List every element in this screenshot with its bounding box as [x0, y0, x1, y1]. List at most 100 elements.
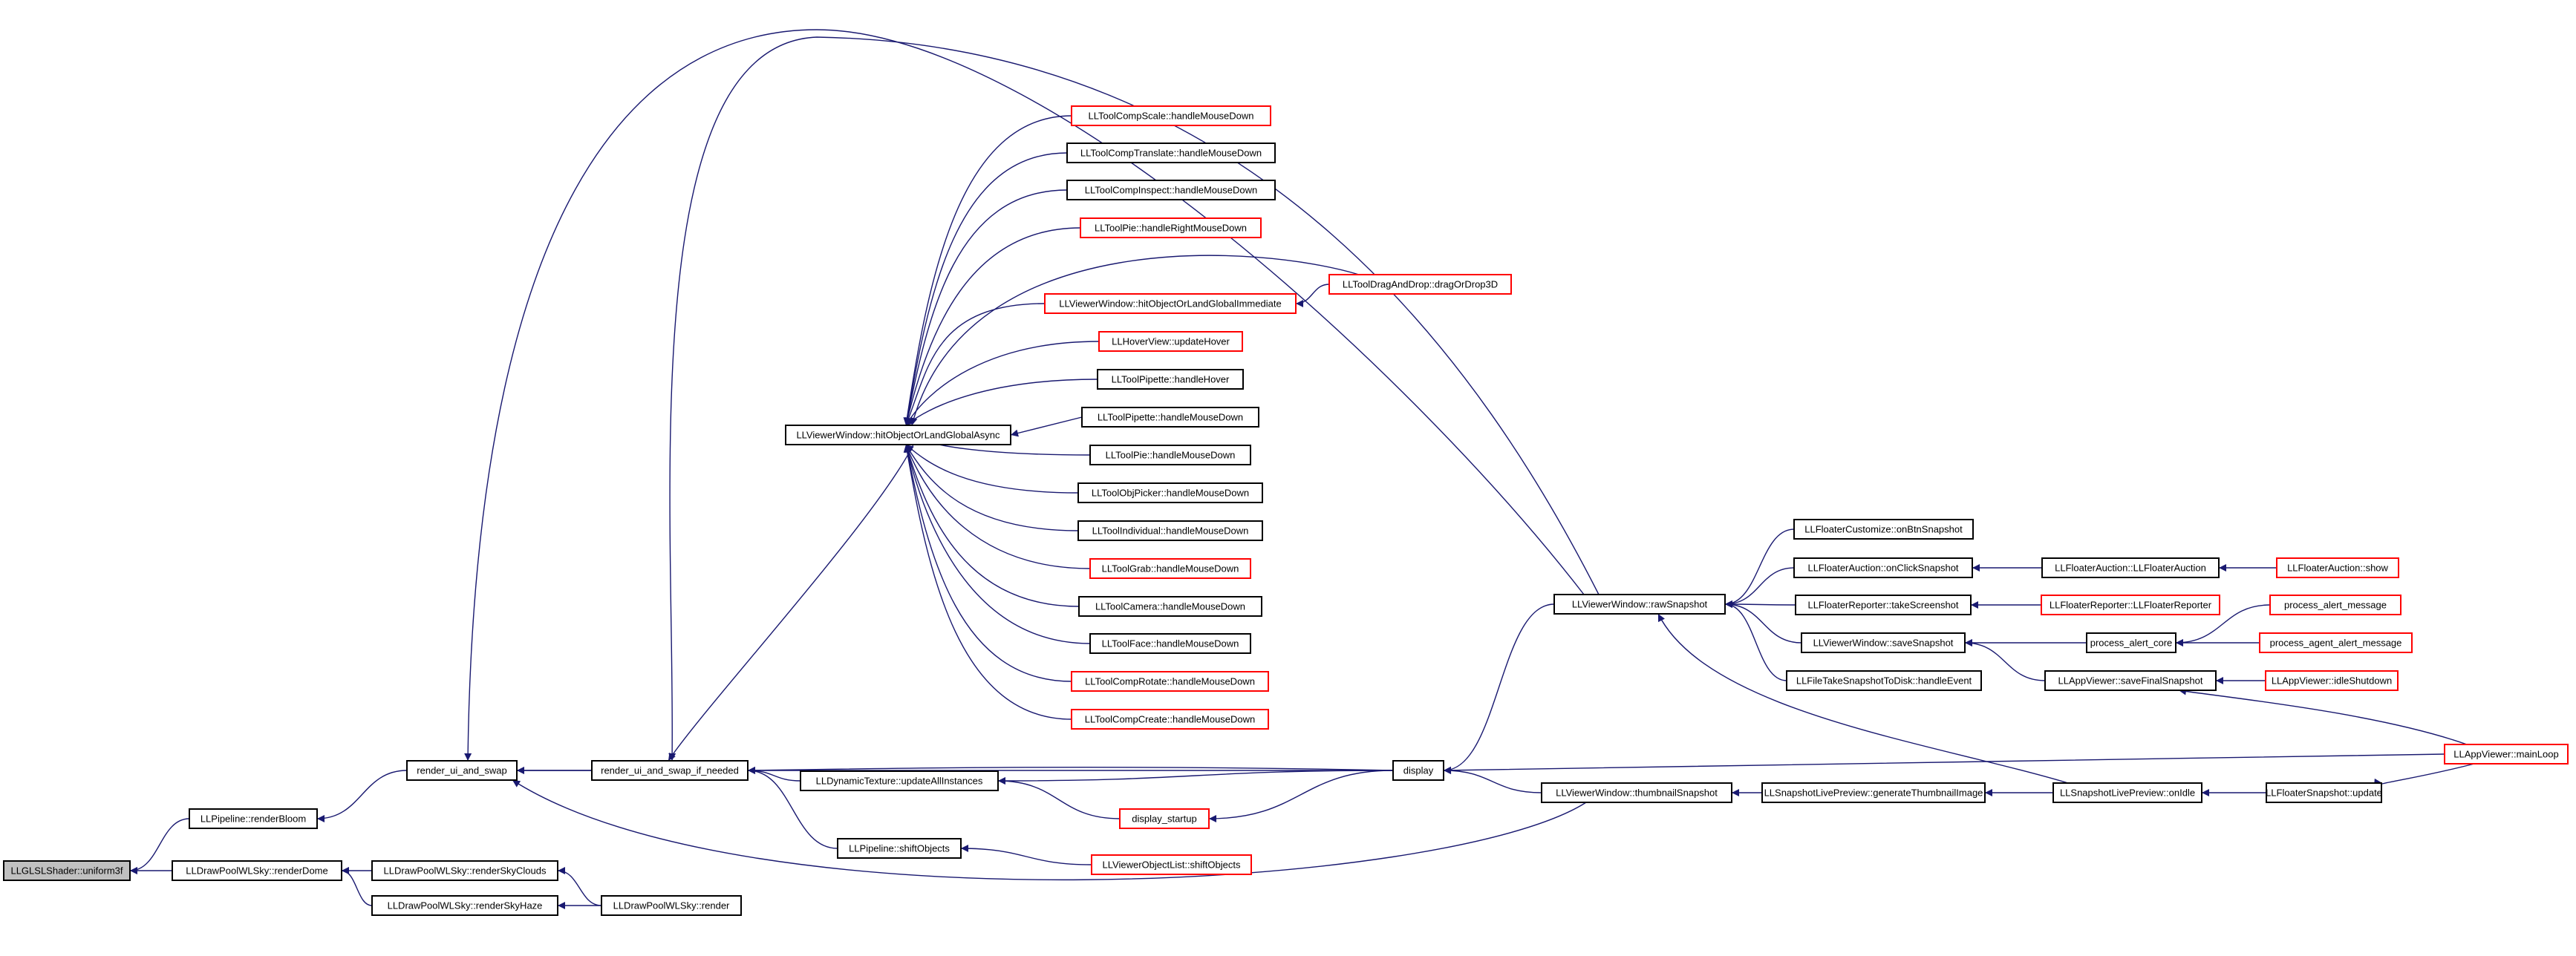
- node-box: [1328, 274, 1512, 295]
- graph-node[interactable]: LLToolCamera::handleMouseDown: [1078, 596, 1262, 617]
- graph-node[interactable]: display: [1392, 760, 1444, 781]
- node-label: process_agent_alert_message: [2270, 638, 2402, 649]
- edge-n25-to-n24: [960, 845, 1092, 865]
- graph-node[interactable]: LLToolIndividual::handleMouseDown: [1077, 520, 1263, 541]
- graph-node[interactable]: LLPipeline::renderBloom: [189, 808, 318, 829]
- graph-node[interactable]: LLToolCompInspect::handleMouseDown: [1066, 180, 1276, 200]
- node-label: LLToolCompTranslate::handleMouseDown: [1080, 148, 1262, 159]
- edge-n38-to-n37: [2175, 604, 2271, 646]
- edge-n44-to-n27: [1657, 613, 2069, 784]
- graph-node[interactable]: LLToolCompCreate::handleMouseDown: [1071, 709, 1269, 730]
- node-box: [1071, 709, 1269, 730]
- graph-node[interactable]: LLFloaterSnapshot::update: [2266, 782, 2382, 803]
- node-box: [1080, 217, 1262, 238]
- node-label: LLToolPipette::handleMouseDown: [1098, 412, 1243, 423]
- graph-node[interactable]: LLViewerWindow::hitObjectOrLandGlobalAsy…: [785, 425, 1011, 445]
- node-label: LLFloaterCustomize::onBtnSnapshot: [1804, 524, 1963, 535]
- graph-node[interactable]: LLFloaterCustomize::onBtnSnapshot: [1793, 519, 1974, 540]
- edge-layer: [129, 29, 2475, 909]
- edge-n8-to-n4: [904, 227, 1081, 426]
- graph-node[interactable]: LLToolGrab::handleMouseDown: [1089, 558, 1251, 579]
- node-box: [2259, 632, 2413, 653]
- graph-node[interactable]: LLHoverView::updateHover: [1098, 331, 1243, 352]
- graph-node[interactable]: LLDrawPoolWLSky::renderSkyHaze: [371, 895, 558, 916]
- graph-node[interactable]: LLToolPie::handleRightMouseDown: [1080, 217, 1262, 238]
- node-box: [800, 770, 999, 791]
- graph-node[interactable]: LLViewerWindow::thumbnailSnapshot: [1541, 782, 1732, 803]
- graph-node[interactable]: LLSnapshotLivePreview::generateThumbnail…: [1761, 782, 1986, 803]
- node-label: LLToolCompCreate::handleMouseDown: [1085, 714, 1256, 725]
- edge-n24-to-n3: [747, 767, 838, 849]
- graph-node[interactable]: LLAppViewer::mainLoop: [2444, 744, 2569, 765]
- graph-node[interactable]: render_ui_and_swap_if_needed: [591, 760, 749, 781]
- graph-node[interactable]: LLToolCompRotate::handleMouseDown: [1071, 671, 1269, 692]
- graph-node[interactable]: LLViewerWindow::saveSnapshot: [1801, 632, 1966, 653]
- graph-node[interactable]: LLToolPie::handleMouseDown: [1089, 445, 1251, 465]
- graph-node[interactable]: process_alert_core: [2086, 632, 2176, 653]
- graph-node[interactable]: LLFloaterAuction::onClickSnapshot: [1793, 557, 1973, 578]
- node-box: [1089, 558, 1251, 579]
- graph-node[interactable]: LLToolPipette::handleMouseDown: [1081, 407, 1259, 428]
- edge-n42-to-n26: [1443, 753, 2445, 774]
- graph-node[interactable]: process_agent_alert_message: [2259, 632, 2413, 653]
- graph-node[interactable]: LLAppViewer::saveFinalSnapshot: [2044, 670, 2217, 691]
- node-box: [1044, 293, 1297, 314]
- graph-node[interactable]: display_startup: [1119, 808, 1210, 829]
- edge-n5-to-n4: [903, 115, 1072, 426]
- node-box: [2269, 595, 2401, 615]
- graph-node[interactable]: LLDrawPoolWLSky::renderDome: [172, 860, 342, 881]
- graph-node[interactable]: LLGLSLShader::uniform3f: [3, 860, 131, 881]
- node-box: [2265, 670, 2399, 691]
- node-label: LLToolPie::handleMouseDown: [1106, 450, 1236, 461]
- edge-n26-to-n23: [1208, 770, 1394, 822]
- graph-node[interactable]: LLViewerObjectList::shiftObjects: [1091, 854, 1252, 875]
- edge-n12-to-n4: [905, 379, 1098, 426]
- node-box: [2086, 632, 2176, 653]
- node-label: LLViewerObjectList::shiftObjects: [1103, 860, 1241, 871]
- node-label: LLDrawPoolWLSky::render: [613, 900, 730, 911]
- node-label: LLPipeline::renderBloom: [200, 813, 306, 825]
- graph-node[interactable]: LLFloaterAuction::show: [2276, 557, 2399, 578]
- graph-node[interactable]: LLToolCompTranslate::handleMouseDown: [1066, 143, 1276, 163]
- graph-node[interactable]: LLPipeline::shiftObjects: [837, 838, 962, 859]
- graph-node[interactable]: LLFileTakeSnapshotToDisk::handleEvent: [1786, 670, 1982, 691]
- edge-n11-to-n4: [905, 341, 1100, 426]
- graph-node[interactable]: LLSnapshotLivePreview::onIdle: [2052, 782, 2202, 803]
- node-box: [3, 860, 131, 881]
- graph-node[interactable]: LLViewerWindow::rawSnapshot: [1553, 594, 1726, 615]
- graph-node[interactable]: LLViewerWindow::hitObjectOrLandGlobalImm…: [1044, 293, 1297, 314]
- graph-node[interactable]: LLDrawPoolWLSky::render: [601, 895, 742, 916]
- edge-n26-to-n3: [747, 766, 1394, 774]
- edge-n16-to-n4: [905, 444, 1079, 531]
- graph-node[interactable]: LLDrawPoolWLSky::renderSkyClouds: [371, 860, 558, 881]
- node-label: LLToolCompRotate::handleMouseDown: [1085, 676, 1255, 687]
- node-label: LLFloaterAuction::onClickSnapshot: [1807, 563, 1958, 574]
- graph-node[interactable]: LLToolCompScale::handleMouseDown: [1071, 105, 1271, 126]
- edge-n18-to-n4: [904, 444, 1080, 607]
- graph-node[interactable]: LLFloaterReporter::LLFloaterReporter: [2041, 595, 2220, 615]
- graph-node[interactable]: LLToolPipette::handleHover: [1097, 369, 1244, 390]
- graph-node[interactable]: LLFloaterAuction::LLFloaterAuction: [2041, 557, 2220, 578]
- graph-node[interactable]: LLToolObjPicker::handleMouseDown: [1077, 482, 1263, 503]
- graph-node[interactable]: LLToolFace::handleMouseDown: [1089, 633, 1251, 654]
- edge-n20-to-n4: [904, 444, 1072, 682]
- graph-node[interactable]: LLDynamicTexture::updateAllInstances: [800, 770, 999, 791]
- node-label: LLSnapshotLivePreview::onIdle: [2060, 788, 2195, 799]
- node-label: LLFloaterAuction::show: [2287, 563, 2388, 574]
- edge-n28-to-n2: [512, 779, 1587, 881]
- node-box: [1077, 520, 1263, 541]
- node-box: [2044, 670, 2217, 691]
- graph-node[interactable]: LLToolDragAndDrop::dragOrDrop3D: [1328, 274, 1512, 295]
- graph-node[interactable]: LLAppViewer::idleShutdown: [2265, 670, 2399, 691]
- node-box: [406, 760, 518, 781]
- graph-node[interactable]: LLFloaterReporter::takeScreenshot: [1795, 595, 1972, 615]
- node-label: LLToolFace::handleMouseDown: [1102, 638, 1239, 649]
- graph-node[interactable]: process_alert_message: [2269, 595, 2401, 615]
- graph-node[interactable]: render_ui_and_swap: [406, 760, 518, 781]
- node-box: [371, 860, 558, 881]
- node-label: LLAppViewer::idleShutdown: [2272, 675, 2392, 687]
- node-label: LLDrawPoolWLSky::renderDome: [186, 865, 327, 877]
- node-box: [1793, 519, 1974, 540]
- node-box: [1077, 482, 1263, 503]
